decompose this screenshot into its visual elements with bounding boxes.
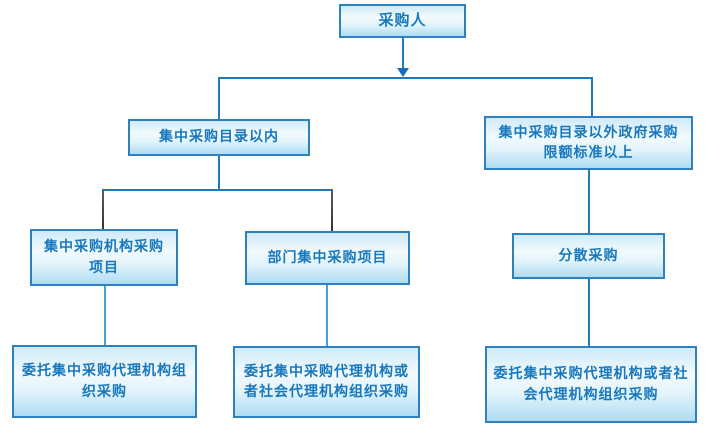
connector-to-within-catalog	[218, 77, 220, 119]
connector-to-outside-catalog	[591, 77, 593, 116]
connector-to-central-agency-project	[102, 189, 104, 229]
node-outside-catalog: 集中采购目录以外政府采购限额标准以上	[484, 116, 693, 170]
node-delegate-central-only: 委托集中采购代理机构组织采购	[12, 345, 197, 418]
node-within-catalog: 集中采购目录以内	[128, 119, 310, 156]
node-decentralized: 分散采购	[512, 233, 665, 279]
connector-decentralized-to-delegate	[588, 279, 590, 346]
node-delegate-central-or-social-right: 委托集中采购代理机构或者社会代理机构组织采购	[485, 346, 697, 423]
connector-purchaser-down	[402, 38, 404, 69]
connector-central-agency-to-delegate	[104, 286, 106, 345]
arrow-down-icon	[397, 68, 409, 77]
connector-to-dept-central-project	[331, 189, 333, 231]
node-dept-central-project: 部门集中采购项目	[245, 231, 410, 285]
connector-top-horizontal	[218, 77, 593, 79]
connector-split-horizontal	[102, 189, 333, 191]
node-central-agency-project: 集中采购机构采购项目	[30, 229, 178, 286]
node-delegate-central-or-social-mid: 委托集中采购代理机构或者社会代理机构组织采购	[233, 346, 420, 418]
node-purchaser: 采购人	[339, 4, 466, 38]
connector-within-catalog-down	[218, 156, 220, 189]
connector-dept-central-to-delegate	[326, 285, 328, 346]
connector-outside-catalog-to-decentralized	[588, 170, 590, 233]
